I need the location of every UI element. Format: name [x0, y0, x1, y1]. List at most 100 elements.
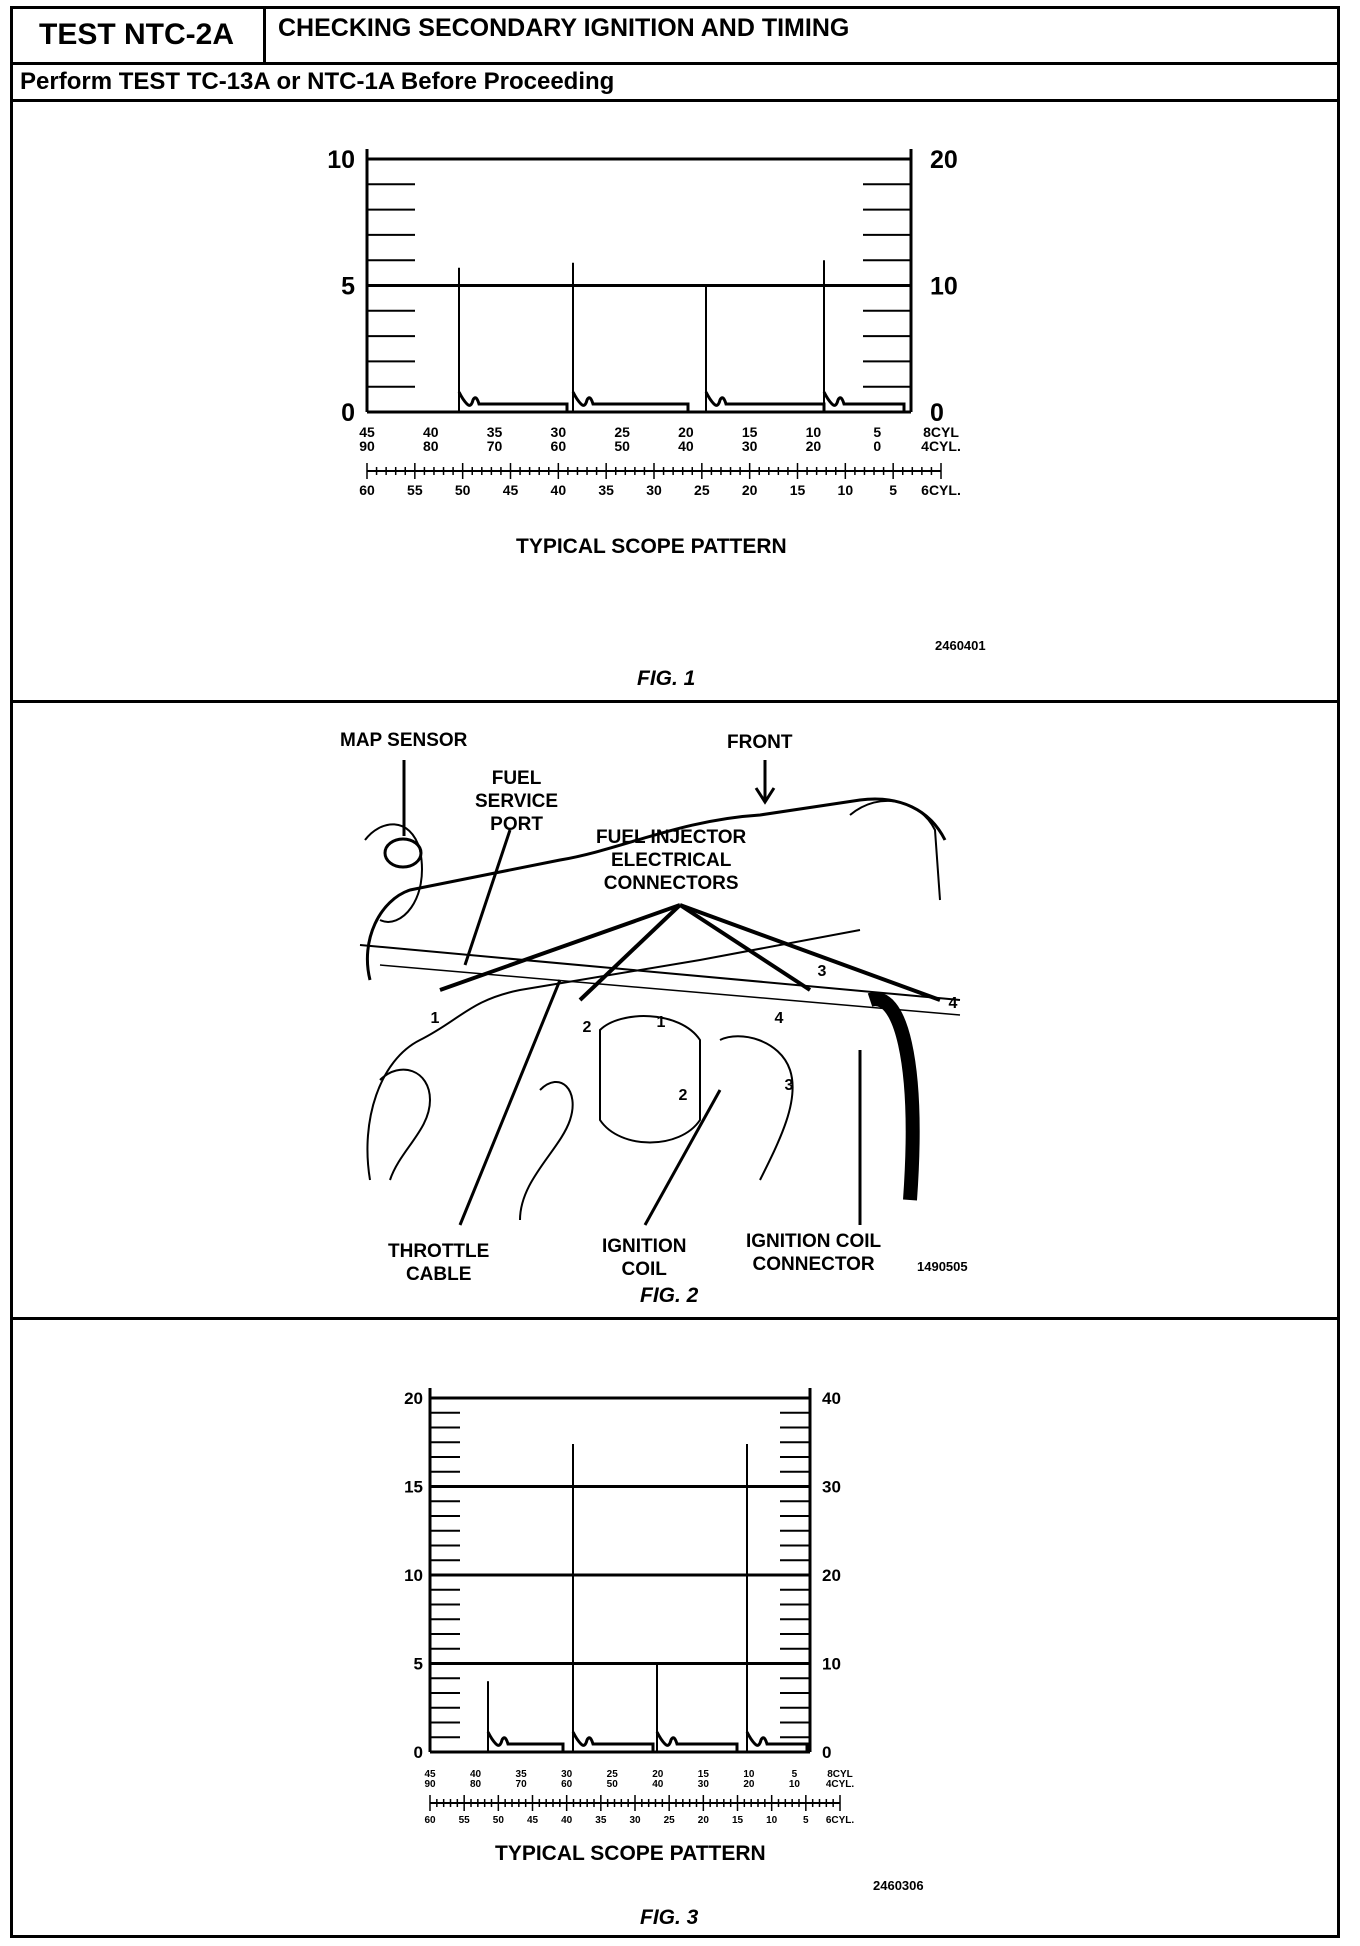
- waveform-burn-line: [655, 1731, 739, 1752]
- scale-6cyl-label: 15: [790, 482, 806, 498]
- scale-8cyl-label: 25: [614, 424, 630, 440]
- scale-4cyl-label: 90: [359, 438, 375, 454]
- fig2-divider: [10, 1317, 1340, 1320]
- ignition-coil-outline: [599, 1015, 701, 1144]
- component-number: 3: [818, 963, 827, 980]
- scale-6cyl-label: 6CYL.: [826, 1815, 855, 1826]
- component-number: 4: [949, 995, 958, 1012]
- waveform-burn-line: [457, 391, 569, 412]
- scale-8cyl-label: 35: [516, 1769, 528, 1780]
- scale-8cyl-label: 30: [551, 424, 567, 440]
- scope-right-label: 40: [822, 1389, 841, 1408]
- scale-6cyl-label: 40: [551, 482, 567, 498]
- scope-left-label: 0: [414, 1743, 423, 1762]
- scale-6cyl-label: 50: [455, 482, 471, 498]
- scope-left-label: 10: [404, 1566, 423, 1585]
- label-throttle-cable: THROTTLE CABLE: [388, 1241, 490, 1285]
- scale-6cyl-label: 30: [629, 1815, 641, 1826]
- scale-6cyl-label: 45: [503, 482, 519, 498]
- scale-4cyl-label: 60: [561, 1779, 573, 1790]
- test-id: TEST NTC-2A: [10, 6, 266, 64]
- scope-right-label: 10: [930, 272, 958, 300]
- scope-left-label: 10: [327, 146, 355, 174]
- scale-4cyl-label: 4CYL.: [826, 1779, 855, 1790]
- leader-ignition-coil: [643, 1089, 722, 1226]
- label-fuel-injector-connectors: FUEL INJECTOR ELECTRICAL CONNECTORS: [596, 827, 747, 894]
- scale-4cyl-label: 70: [487, 438, 503, 454]
- fig2-code: 1490505: [917, 1259, 968, 1274]
- ignition-coil-harness: [867, 992, 920, 1201]
- throttle-body-outline: [849, 799, 941, 901]
- scale-6cyl-label: 45: [527, 1815, 539, 1826]
- scale-4cyl-label: 60: [551, 438, 567, 454]
- scale-4cyl-label: 20: [806, 438, 822, 454]
- test-title: CHECKING SECONDARY IGNITION AND TIMING: [278, 14, 850, 42]
- map-sensor-cap: [383, 837, 423, 869]
- scale-4cyl-label: 0: [873, 438, 881, 454]
- prereq-divider: [10, 99, 1340, 102]
- page-frame: [10, 6, 1340, 1938]
- fig1-divider: [10, 700, 1340, 703]
- scale-6cyl-label: 25: [664, 1815, 676, 1826]
- scale-8cyl-label: 8CYL: [923, 424, 959, 440]
- scale-8cyl-label: 30: [561, 1769, 573, 1780]
- scale-8cyl-label: 10: [806, 424, 822, 440]
- scale-6cyl-label: 20: [698, 1815, 710, 1826]
- scope-right-label: 10: [822, 1654, 841, 1673]
- component-number: 4: [775, 1010, 784, 1027]
- waveform-burn-line: [571, 391, 690, 412]
- waveform-burn-line: [745, 1731, 809, 1752]
- scale-4cyl-label: 40: [652, 1779, 664, 1790]
- fig3-scope-label: TYPICAL SCOPE PATTERN: [495, 1842, 766, 1865]
- scale-4cyl-label: 40: [678, 438, 694, 454]
- scale-4cyl-label: 10: [789, 1779, 801, 1790]
- waveform-burn-line: [571, 1731, 655, 1752]
- engine-detail: [719, 1035, 794, 1181]
- fig3-code: 2460306: [873, 1878, 924, 1893]
- scale-4cyl-label: 30: [742, 438, 758, 454]
- leader-injector-1: [439, 903, 681, 992]
- scale-6cyl-label: 10: [766, 1815, 778, 1826]
- fig1-code: 2460401: [935, 638, 986, 653]
- scale-4cyl-label: 50: [607, 1779, 619, 1790]
- scale-6cyl-label: 60: [424, 1815, 436, 1826]
- label-ignition-coil-connector: IGNITION COIL CONNECTOR: [746, 1231, 882, 1275]
- scale-4cyl-label: 80: [470, 1779, 482, 1790]
- scale-4cyl-label: 80: [423, 438, 439, 454]
- fuel-rail-lower: [379, 964, 961, 1016]
- scope-left-label: 15: [404, 1477, 423, 1496]
- scale-6cyl-label: 6CYL.: [921, 482, 961, 498]
- scale-4cyl-label: 90: [424, 1779, 436, 1790]
- scale-8cyl-label: 15: [742, 424, 758, 440]
- component-number: 2: [679, 1087, 688, 1104]
- leader-injector-2: [578, 903, 682, 1002]
- scale-8cyl-label: 20: [652, 1769, 664, 1780]
- fuel-rail: [359, 944, 961, 1001]
- scope-left-label: 20: [404, 1389, 423, 1408]
- scope-right-label: 20: [822, 1566, 841, 1585]
- fig3-caption: FIG. 3: [640, 1906, 699, 1929]
- scale-6cyl-label: 50: [493, 1815, 505, 1826]
- component-number: 1: [657, 1014, 666, 1031]
- front-arrow-head: [754, 787, 776, 805]
- scope-left-label: 5: [414, 1654, 423, 1673]
- scale-4cyl-label: 50: [614, 438, 630, 454]
- scope-right-label: 0: [822, 1743, 831, 1762]
- scale-8cyl-label: 5: [873, 424, 881, 440]
- fig1-scope-label: TYPICAL SCOPE PATTERN: [516, 535, 787, 558]
- scope-right-label: 0: [930, 399, 944, 427]
- fig1-caption: FIG. 1: [637, 667, 696, 690]
- prerequisite-note: Perform TEST TC-13A or NTC-1A Before Pro…: [20, 68, 615, 95]
- leader-fuel-port: [463, 829, 512, 966]
- scale-6cyl-label: 15: [732, 1815, 744, 1826]
- scale-4cyl-label: 4CYL.: [921, 438, 961, 454]
- leader-throttle-cable: [458, 979, 562, 1226]
- scale-8cyl-label: 40: [423, 424, 439, 440]
- waveform-burn-line: [704, 391, 826, 412]
- scale-8cyl-label: 15: [698, 1769, 710, 1780]
- leader-injector-4: [679, 903, 941, 1002]
- scope-left-label: 0: [341, 399, 355, 427]
- label-map-sensor: MAP SENSOR: [340, 730, 468, 751]
